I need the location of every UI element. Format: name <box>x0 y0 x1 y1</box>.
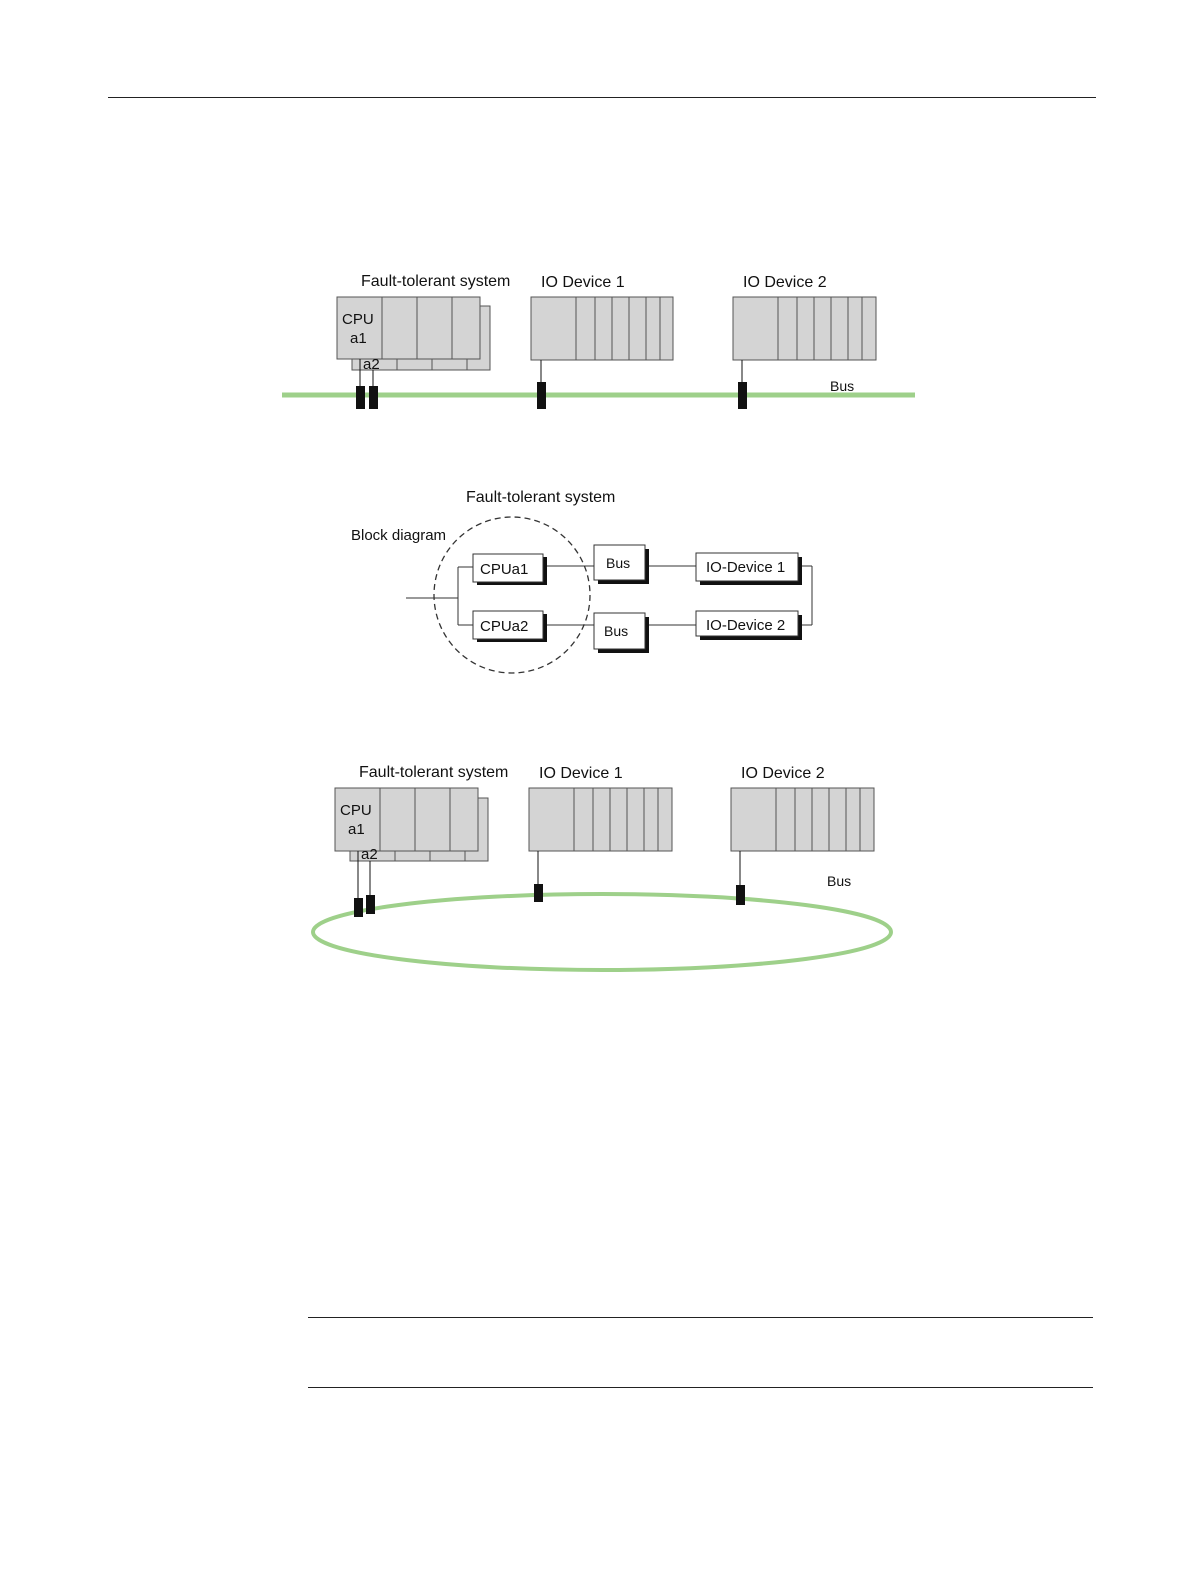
fig3-bus-label: Bus <box>827 873 851 889</box>
fig1-connector-dev2 <box>738 382 747 409</box>
fig3-cpu-a2-label: a2 <box>361 846 378 863</box>
fig1-connector-a1 <box>356 386 365 409</box>
fig3-io-device-1-label: IO Device 1 <box>539 765 623 782</box>
fig1-io-device-2-label: IO Device 2 <box>743 274 827 291</box>
fig1-connector-dev1 <box>537 382 546 409</box>
fig3-connector-dev1 <box>534 884 543 902</box>
fig3-rack-a1 <box>335 788 478 851</box>
fig1-io-device-2 <box>733 297 876 360</box>
fig2-cpu-a1-label: CPUa1 <box>480 561 528 578</box>
fig1-cpu-a1-label: a1 <box>350 330 367 347</box>
fig2-redundancy-circle <box>434 517 590 673</box>
fig2-io-device-2-label: IO-Device 2 <box>706 617 785 634</box>
fig1-io-device-1-label: IO Device 1 <box>541 274 625 291</box>
fig3-cpu-label: CPU <box>340 802 372 819</box>
fig1-connector-a2 <box>369 386 378 409</box>
fig1-rack-a1 <box>337 297 480 359</box>
fig3-io-device-2-label: IO Device 2 <box>741 765 825 782</box>
fig2-bus-2-label: Bus <box>604 623 628 639</box>
fig3-system-label: Fault-tolerant system <box>359 764 508 781</box>
fig3-ring-topology: Fault-tolerant system CPU a1 a2 IO Devic… <box>313 764 891 970</box>
fig2-block-label: Block diagram <box>351 527 446 544</box>
fig3-connector-dev2 <box>736 885 745 905</box>
fig2-system-label: Fault-tolerant system <box>466 489 615 506</box>
fig3-io-device-2 <box>731 788 874 851</box>
fig3-connector-a2 <box>366 895 375 914</box>
fig3-io-device-1 <box>529 788 672 851</box>
fig2-bus-1-label: Bus <box>606 555 630 571</box>
fig1-cpu-a2-label: a2 <box>363 356 380 373</box>
fig2-io-device-1-label: IO-Device 1 <box>706 559 785 576</box>
fig3-connector-a1 <box>354 898 363 917</box>
fig2-cpu-a2-label: CPUa2 <box>480 618 528 635</box>
fig1-system-label: Fault-tolerant system <box>361 273 510 290</box>
fig1-io-device-1 <box>531 297 673 360</box>
fig3-cpu-a1-label: a1 <box>348 821 365 838</box>
fig1-cpu-label: CPU <box>342 311 374 328</box>
fig2-block-diagram: Fault-tolerant system Block diagram CPUa… <box>351 489 812 673</box>
fig1-bus-label: Bus <box>830 378 854 394</box>
fig1-linear-topology: Fault-tolerant system CPU a1 a2 IO Devic… <box>282 273 915 409</box>
fig3-bus-ring <box>313 894 891 970</box>
